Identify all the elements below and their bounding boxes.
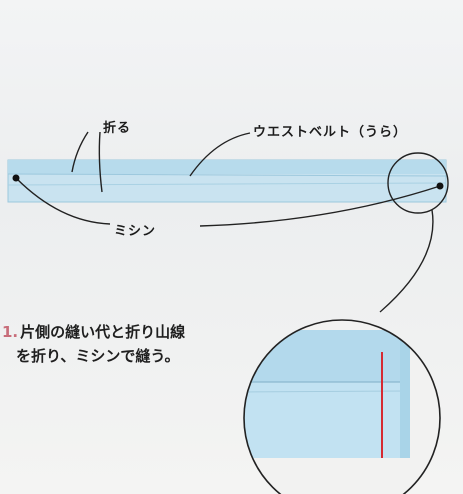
fold-crease-2 xyxy=(98,131,103,193)
zoom-detail xyxy=(243,319,441,494)
waistband-strip xyxy=(7,159,447,203)
instruction-line-2: を折り、ミシンで縫う。 xyxy=(16,347,180,365)
fold-crease-1 xyxy=(71,131,89,173)
machine-stitch-line-right xyxy=(199,185,441,227)
magnify-marker-circle xyxy=(387,152,449,214)
waistband-leader-line xyxy=(189,132,251,177)
machine-stitch-line xyxy=(15,177,111,225)
magnify-connector-line xyxy=(379,209,434,313)
instruction-line-1: 片側の縫い代と折り山線 xyxy=(20,323,186,341)
instruction-step: 1.片側の縫い代と折り山線 を折り、ミシンで縫う。 xyxy=(2,320,185,368)
machine-stitch-label: ミシン xyxy=(114,224,157,239)
stitch-point-right xyxy=(436,182,444,190)
step-number: 1. xyxy=(2,323,19,341)
fold-label: 折る xyxy=(103,121,132,136)
waistband-label: ウエストベルト（うら） xyxy=(253,125,408,140)
stitch-point-left xyxy=(12,174,20,182)
